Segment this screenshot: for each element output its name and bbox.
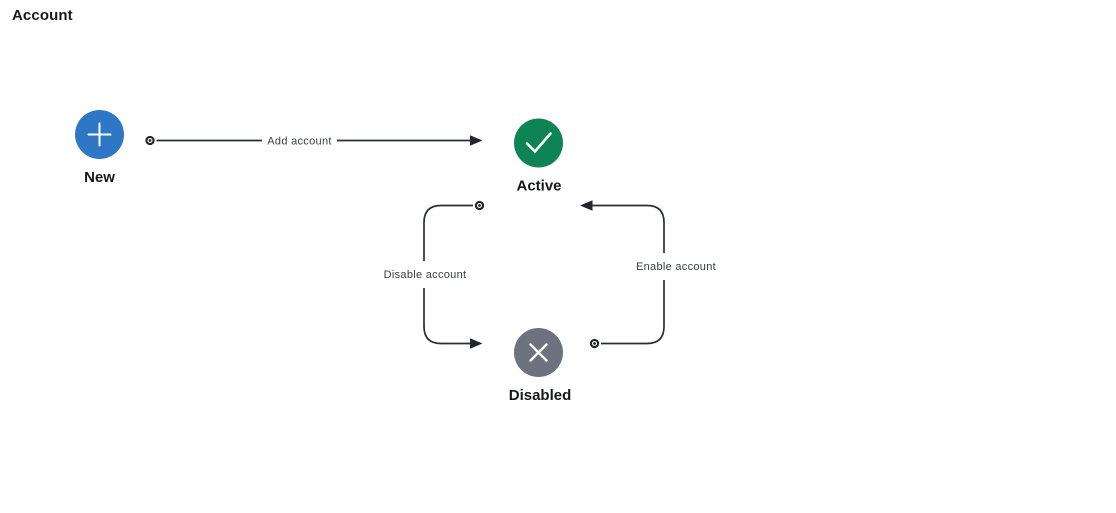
edge-enable-account: Enable account [580, 200, 719, 349]
edge-disable-account: Disable account [383, 200, 485, 349]
node-disabled: Disabled [509, 328, 572, 404]
page-title: Account [12, 7, 73, 24]
edge-start-dot [148, 139, 152, 142]
plus-icon [87, 122, 112, 147]
edge-label-disable-account: Disable account [384, 269, 467, 281]
arrowhead-left-icon [580, 200, 593, 211]
node-label-new: New [84, 169, 115, 186]
edge-start-dot [478, 204, 481, 207]
arrowhead-right-icon [470, 338, 483, 349]
edge-label-background [383, 261, 466, 288]
edge-start-dot [593, 342, 596, 345]
node-circle-active [514, 118, 563, 168]
edge-add-account: Add account [145, 135, 483, 148]
edge-label-enable-account: Enable account [636, 261, 716, 273]
node-active: Active [514, 118, 563, 195]
node-label-active: Active [516, 178, 561, 195]
node-label-disabled: Disabled [509, 387, 572, 404]
edge-label-add-account: Add account [267, 136, 331, 148]
arrowhead-right-icon [470, 135, 483, 146]
cross-icon [529, 343, 548, 362]
edge-label-background [634, 253, 719, 280]
node-new: New [75, 110, 124, 186]
check-icon [525, 132, 552, 154]
